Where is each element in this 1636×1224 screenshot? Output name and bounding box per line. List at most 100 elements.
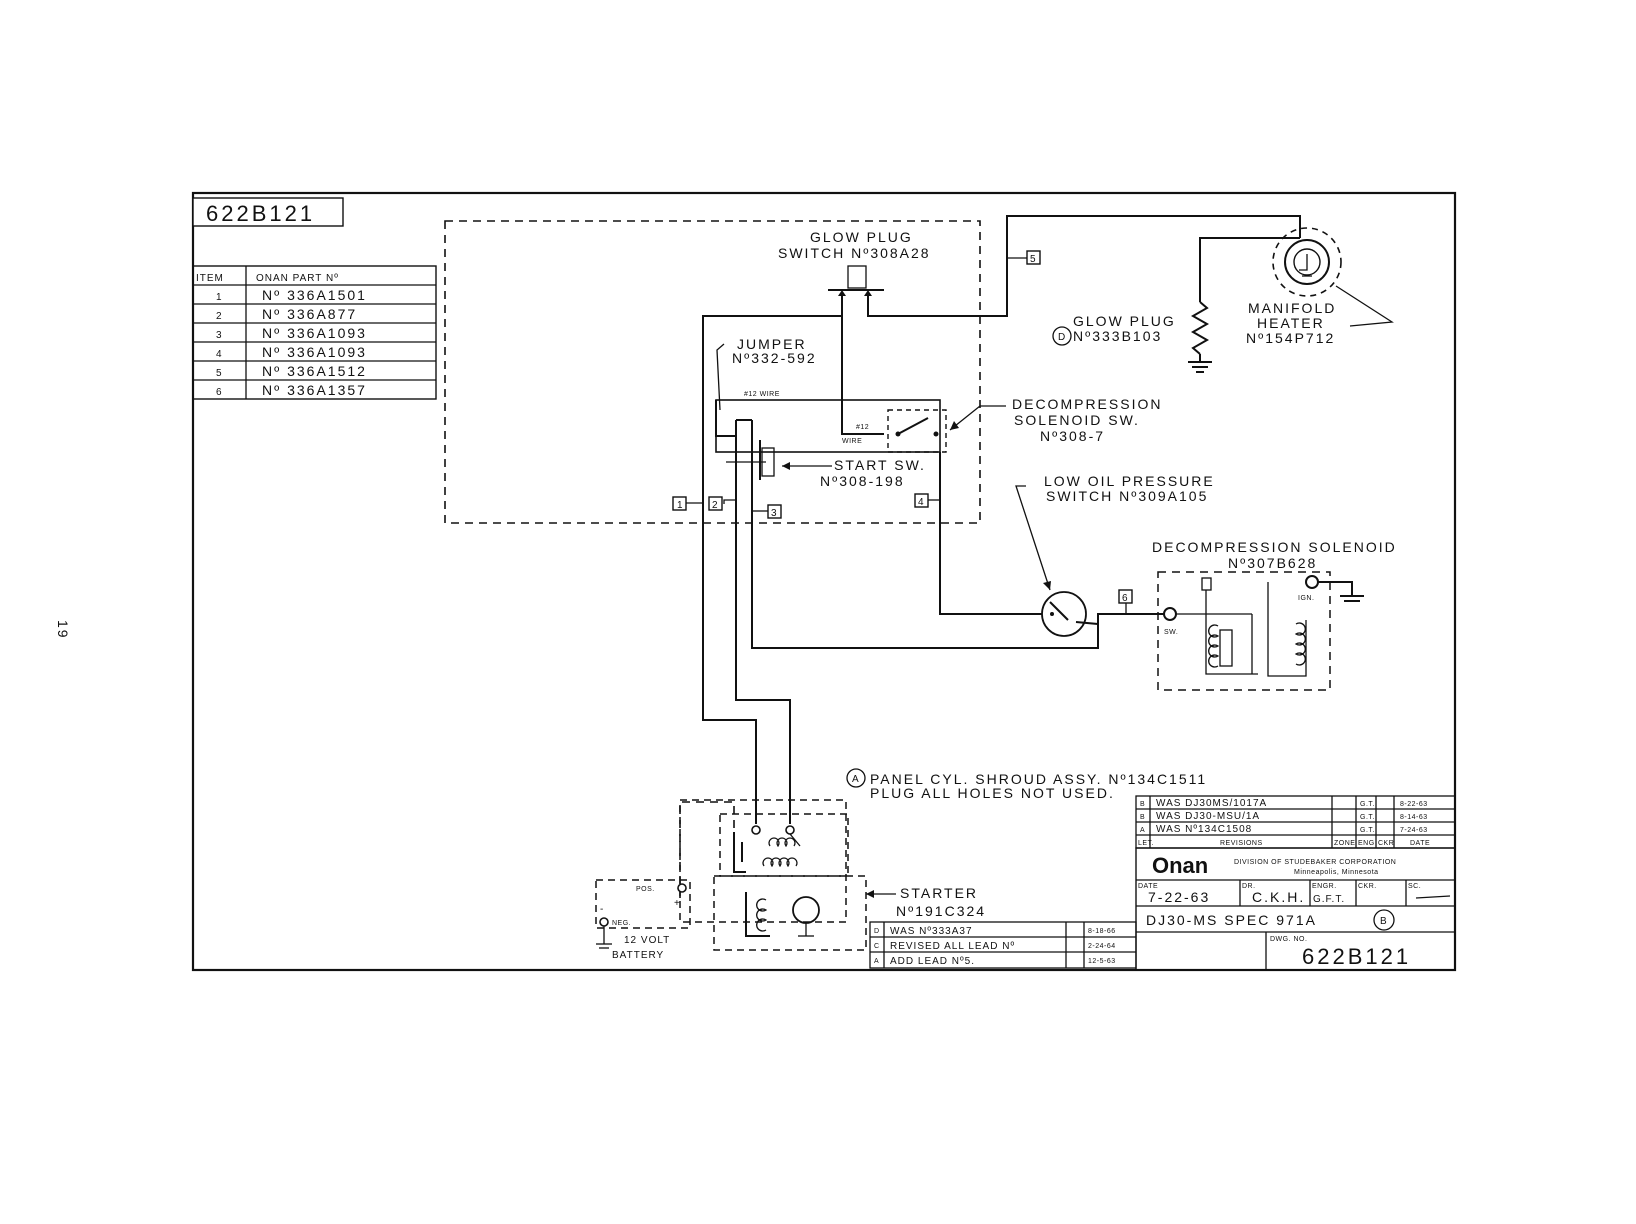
parts-row-6-item: 6 bbox=[216, 387, 223, 398]
manifold-leader bbox=[1335, 285, 1394, 327]
rev-lower-2-let: C bbox=[874, 943, 880, 950]
rev-upper-hdr-ckr: CKR bbox=[1378, 840, 1394, 847]
decomp-sw-label-1: DECOMPRESSION bbox=[1012, 396, 1162, 412]
wire-12-top-label: #12 WIRE bbox=[744, 391, 780, 398]
terminal-3-label: 3 bbox=[771, 508, 778, 519]
rev-upper-2-eng: G.T. bbox=[1360, 814, 1375, 821]
manifold-label-2: HEATER bbox=[1257, 315, 1325, 331]
manifold-label-1: MANIFOLD bbox=[1248, 300, 1336, 316]
rev-upper-hdr-zone: ZONE bbox=[1334, 840, 1355, 847]
rev-lower-1-let: D bbox=[874, 928, 880, 935]
parts-header-part: ONAN PART Nº bbox=[256, 273, 339, 284]
terminal-2-label: 2 bbox=[712, 500, 719, 511]
rev-lower-2-date: 2-24-64 bbox=[1088, 943, 1116, 950]
starter-label-1: STARTER bbox=[900, 885, 978, 901]
starter: STARTER Nº191C324 bbox=[679, 799, 984, 951]
dr-value: C.K.H. bbox=[1252, 889, 1305, 905]
battery-label-1: 12 VOLT bbox=[624, 935, 670, 946]
terminal-5 bbox=[1026, 250, 1041, 265]
rev-upper-1-date: 8-22-63 bbox=[1400, 801, 1428, 808]
parts-table: ITEM ONAN PART Nº 1 Nº 336A1501 2 Nº 336… bbox=[192, 265, 437, 400]
battery: POS. + NEG. - 12 VOLT BATTERY bbox=[595, 801, 735, 961]
rev-lower-3-date: 12-5-63 bbox=[1088, 958, 1116, 965]
date-value: 7-22-63 bbox=[1148, 889, 1210, 905]
start-switch-label-1: START SW. bbox=[834, 457, 926, 473]
low-oil-label-1: LOW OIL PRESSURE bbox=[1044, 473, 1215, 489]
rev-lower-1-desc: WAS Nº333A37 bbox=[890, 926, 973, 937]
wire-term2-to-starter bbox=[735, 500, 791, 824]
parts-row-2-part: Nº 336A877 bbox=[262, 306, 357, 322]
model-rev: B bbox=[1380, 916, 1388, 927]
start-switch-label-2: Nº308-198 bbox=[820, 473, 905, 489]
glow-plug-label-2: Nº333B103 bbox=[1073, 328, 1162, 344]
engr-label: ENGR. bbox=[1312, 883, 1337, 890]
drawing-number-top: 622B121 bbox=[206, 201, 315, 226]
parts-row-1-item: 1 bbox=[216, 292, 223, 303]
rev-upper-3-date: 7-24-63 bbox=[1400, 827, 1428, 834]
division-sub: Minneapolis, Minnesota bbox=[1294, 869, 1379, 876]
panel-note-2: PLUG ALL HOLES NOT USED. bbox=[870, 785, 1115, 801]
wire-switch-left bbox=[702, 296, 843, 458]
wire-term3-to-switch bbox=[751, 500, 1099, 649]
model-value: DJ30-MS SPEC 971A bbox=[1146, 912, 1317, 928]
panel-note-1: PANEL CYL. SHROUD ASSY. Nº134C1511 bbox=[870, 771, 1207, 787]
ign-label: IGN. bbox=[1298, 595, 1314, 602]
dr-label: DR. bbox=[1242, 883, 1256, 890]
wire-term4-to-oil bbox=[939, 452, 1042, 615]
terminal-5-label: 5 bbox=[1030, 254, 1037, 265]
drawing-number-box bbox=[192, 197, 344, 227]
parts-row-6-part: Nº 336A1357 bbox=[262, 382, 367, 398]
decomp-sol-label-1: DECOMPRESSION SOLENOID bbox=[1152, 539, 1397, 555]
parts-row-4-part: Nº 336A1093 bbox=[262, 344, 367, 360]
revisions-upper-table: B WAS DJ30MS/1017A G.T. 8-22-63 B WAS DJ… bbox=[1135, 795, 1456, 849]
terminal-4-label: 4 bbox=[918, 497, 925, 508]
wire-12-side-label-b: WIRE bbox=[842, 438, 862, 445]
battery-plus: + bbox=[674, 898, 681, 909]
division-text: DIVISION OF STUDEBAKER CORPORATION bbox=[1234, 859, 1396, 866]
glow-plug-switch-label-2: SWITCH Nº308A28 bbox=[778, 245, 931, 261]
rev-upper-1-let: B bbox=[1140, 801, 1145, 808]
rev-upper-hdr-let: LET. bbox=[1138, 840, 1154, 847]
dwg-number: 622B121 bbox=[1302, 944, 1411, 969]
glow-plug-switch-label-1: GLOW PLUG bbox=[810, 229, 913, 245]
jumper-label-1: JUMPER bbox=[737, 336, 807, 352]
low-oil-label-2: SWITCH Nº309A105 bbox=[1046, 488, 1208, 504]
wire-switch-to-manifold bbox=[867, 215, 1301, 317]
parts-row-1-part: Nº 336A1501 bbox=[262, 287, 367, 303]
glow-plug-label-1: GLOW PLUG bbox=[1073, 313, 1176, 329]
dwg-label: DWG. NO. bbox=[1270, 936, 1307, 943]
rev-upper-2-let: B bbox=[1140, 814, 1145, 821]
rev-upper-hdr-eng: ENG bbox=[1358, 840, 1375, 847]
panel-callout: A bbox=[852, 774, 860, 785]
parts-row-5-item: 5 bbox=[216, 368, 223, 379]
glow-plug-switch: GLOW PLUG SWITCH Nº308A28 bbox=[778, 229, 931, 296]
sc-label: SC. bbox=[1408, 883, 1421, 890]
parts-row-3-item: 3 bbox=[216, 330, 223, 341]
decomp-sol-label-2: Nº307B628 bbox=[1228, 555, 1317, 571]
rev-lower-2-desc: REVISED ALL LEAD Nº bbox=[890, 941, 1015, 952]
page-side-number: 19 bbox=[55, 620, 71, 640]
rev-lower-3-let: A bbox=[874, 958, 879, 965]
wire-pos-to-starter bbox=[702, 458, 757, 824]
manifold-heater: MANIFOLD HEATER Nº154P712 bbox=[1246, 227, 1394, 346]
date-label: DATE bbox=[1138, 883, 1158, 890]
wire-12-side-label-a: #12 bbox=[856, 424, 869, 431]
decompression-solenoid: DECOMPRESSION SOLENOID Nº307B628 SW. IGN… bbox=[1152, 539, 1397, 691]
onan-logo: Onan bbox=[1152, 853, 1208, 878]
terminal-2 bbox=[708, 496, 723, 511]
revisions-lower-table: D WAS Nº333A37 8-18-66 C REVISED ALL LEA… bbox=[869, 921, 1137, 969]
parts-row-4-item: 4 bbox=[216, 349, 223, 360]
rev-upper-hdr-date: DATE bbox=[1410, 840, 1430, 847]
battery-minus: - bbox=[600, 904, 604, 915]
battery-pos-label: POS. bbox=[636, 886, 655, 893]
drawing-frame bbox=[191, 191, 1457, 972]
decomp-sw-label-3: Nº308-7 bbox=[1040, 428, 1105, 444]
rev-lower-3-desc: ADD LEAD Nº5. bbox=[890, 956, 975, 967]
start-switch-assembly: JUMPER Nº332-592 #12 WIRE #12 WIRE START… bbox=[715, 336, 941, 504]
rev-upper-3-let: A bbox=[1140, 827, 1145, 834]
rev-upper-1-desc: WAS DJ30MS/1017A bbox=[1156, 798, 1267, 809]
engr-value: G.F.T. bbox=[1313, 894, 1345, 905]
terminal-6-label: 6 bbox=[1122, 593, 1129, 604]
decomp-sw-label-2: SOLENOID SW. bbox=[1014, 412, 1140, 428]
